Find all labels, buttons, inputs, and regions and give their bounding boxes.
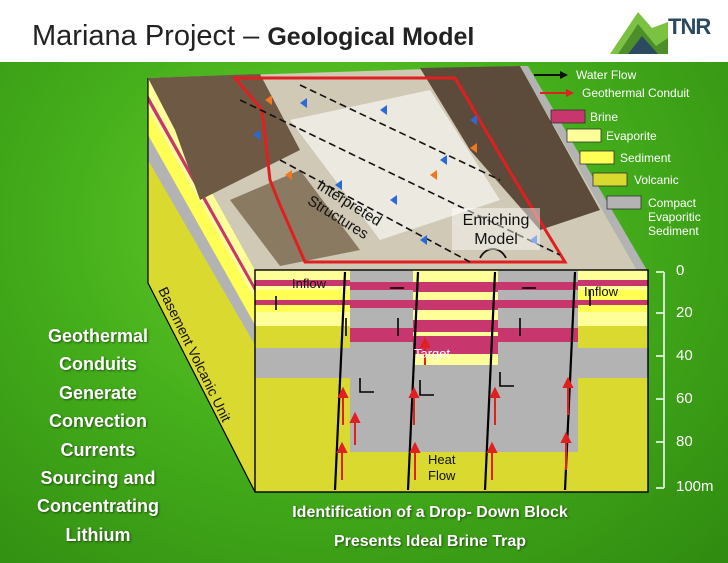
depth-label-40: 40: [676, 347, 693, 364]
legend-compact-evaporitic-sediment: Compact Evaporitic Sediment: [648, 196, 701, 238]
legend-evaporite: Evaporite: [606, 129, 657, 143]
logo-text: TNR: [668, 14, 711, 39]
legend-compact-line-2: Evaporitic: [648, 210, 701, 224]
depth-label-20: 20: [676, 304, 693, 321]
logo-mountain-icon: [610, 12, 668, 54]
legend-compact-line-1: Compact: [648, 196, 697, 210]
model-text: Model: [474, 231, 518, 248]
inflow-left-label: Inflow: [292, 276, 327, 291]
side-line-6: Sourcing and: [40, 468, 156, 489]
side-line-2: Conduits: [59, 354, 137, 375]
satellite-dark-left: [148, 74, 300, 200]
flow-label: Flow: [428, 468, 456, 483]
legend-sediment: Sediment: [620, 151, 671, 165]
interpreted-structure-line-1: [239, 99, 561, 256]
legend-markers: [534, 71, 642, 210]
depth-label-0: 0: [676, 262, 685, 279]
side-line-8: Lithium: [65, 524, 131, 545]
caption-line-2: Presents Ideal Brine Trap: [333, 533, 527, 550]
orange-markers: [265, 95, 477, 180]
depth-label-100m: 100m: [676, 478, 714, 495]
slide-title: Mariana Project – Geological Model: [32, 20, 474, 53]
legend-brine: Brine: [590, 110, 619, 124]
legend-volcanic: Volcanic: [634, 173, 679, 187]
depth-label-60: 60: [676, 390, 693, 407]
satellite-dark-right: [420, 66, 600, 230]
side-line-3: Generate: [58, 382, 138, 403]
legend-geothermal-conduit: Geothermal Conduit: [582, 86, 690, 100]
legend-water-flow: Water Flow: [576, 68, 637, 82]
side-line-4: Convection: [48, 411, 147, 432]
left-face-outline: [147, 78, 256, 493]
enriching-model-outline: [231, 76, 568, 264]
side-line-1: Geothermal: [47, 326, 149, 346]
legend-compact-line-3: Sediment: [648, 224, 699, 238]
depth-scale-bar: [656, 271, 665, 489]
title-bar: Mariana Project – Geological Model TNR: [0, 0, 728, 62]
left-face-sediment: [148, 110, 255, 325]
interpreted-structure-line-3: [279, 159, 471, 263]
interpreted-structure-line-2: [299, 84, 501, 181]
enriching-model-label: Enriching Model: [452, 208, 540, 250]
side-description: Geothermal Conduits Generate Convection …: [18, 322, 178, 549]
geothermal-conduit-arrows: [336, 336, 574, 480]
blue-markers: [253, 98, 537, 245]
depth-label-80: 80: [676, 433, 693, 450]
bottom-caption: Identification of a Drop- Down Block Pre…: [250, 498, 610, 556]
heat-label: Heat: [428, 452, 456, 467]
water-flow-arrows: [275, 287, 591, 396]
inflow-right-label: Inflow: [584, 284, 619, 299]
target-label: Target: [414, 346, 451, 361]
side-line-5: Currents: [60, 439, 136, 460]
satellite-dark-lower: [230, 170, 360, 266]
satellite-salt-flat: [290, 90, 500, 240]
top-flow-arrow-icon: [479, 248, 507, 259]
title-subtitle: Geological Model: [267, 23, 475, 51]
left-face-compact: [148, 135, 255, 345]
side-line-7: Concentrating: [36, 496, 159, 517]
enriching-text: Enriching: [463, 212, 530, 229]
caption-line-1: Identification of a Drop- Down Block: [292, 504, 568, 521]
title-main: Mariana Project: [32, 20, 236, 52]
title-dash: –: [235, 20, 268, 52]
